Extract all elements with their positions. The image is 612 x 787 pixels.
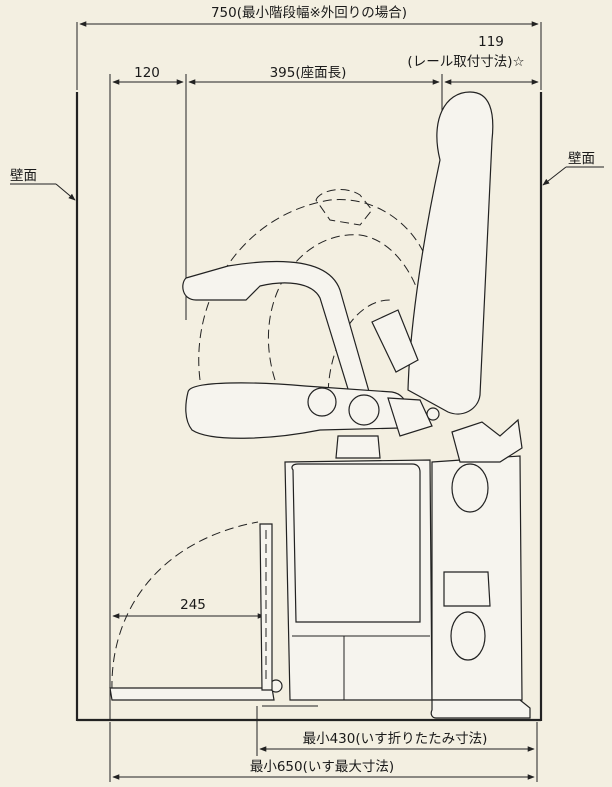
- rail-note-label: (レール取付寸法)☆: [407, 54, 524, 70]
- footrest: [109, 687, 275, 701]
- wall-right-label: 壁面: [568, 151, 595, 167]
- wall-right-leader: [542, 166, 567, 186]
- stairlift-chair: [109, 91, 531, 719]
- swivel-lever: [371, 309, 419, 373]
- wall-left-label: 壁面: [10, 168, 37, 184]
- carriage-cover: [291, 463, 421, 623]
- dimension-650-label: 最小650(いす最大寸法): [250, 759, 394, 775]
- dimension-395-label: 395(座面長): [270, 65, 347, 81]
- dimension-245: 245: [112, 597, 265, 619]
- armrest-swing-arc: [198, 199, 431, 381]
- dimension-119-label: 119: [478, 34, 504, 50]
- hinge-knob-right: [348, 394, 380, 426]
- wall-left-leader: [55, 183, 76, 201]
- dimension-430: 最小430(いす折りたたみ寸法): [256, 706, 538, 782]
- backrest: [407, 91, 494, 415]
- hinge-knob-left: [307, 387, 337, 417]
- dimension-750: 750(最小階段幅※外回りの場合): [76, 5, 542, 90]
- dimension-245-label: 245: [180, 597, 206, 613]
- dimension-120-label: 120: [134, 65, 160, 81]
- rail-bracket-top: [451, 418, 523, 463]
- wall-labels: 壁面 壁面: [10, 151, 604, 201]
- walls: [75, 92, 543, 722]
- footrest-swing-arc: [111, 521, 259, 691]
- dimension-430-label: 最小430(いす折りたたみ寸法): [303, 731, 488, 747]
- armrest: [182, 260, 371, 403]
- dimension-650: 最小650(いす最大寸法): [109, 722, 535, 782]
- roller-lower: [450, 611, 486, 661]
- dimension-750-label: 750(最小階段幅※外回りの場合): [211, 5, 407, 21]
- rail-base: [430, 699, 531, 719]
- roller-upper: [451, 463, 489, 513]
